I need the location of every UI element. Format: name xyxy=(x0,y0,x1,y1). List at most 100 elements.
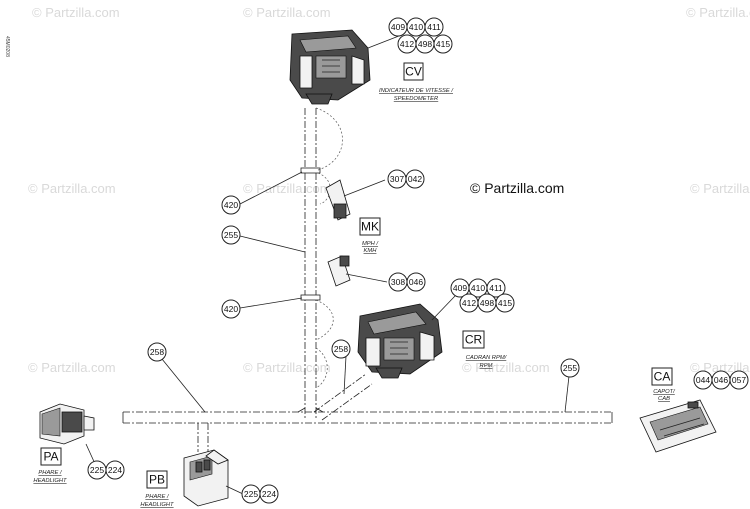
rpm-branch xyxy=(313,373,373,421)
leader-line xyxy=(343,355,347,395)
watermark: © Partzilla.com xyxy=(32,5,120,20)
ca-label-en: CAB xyxy=(658,396,670,402)
vertical-harness xyxy=(304,108,317,420)
part-bubble[interactable]: 225 xyxy=(241,484,261,504)
harness-label-bubble[interactable]: 255 xyxy=(221,225,241,245)
svg-text:PA: PA xyxy=(43,450,58,464)
leader-line xyxy=(239,235,306,253)
mk-upper-connector xyxy=(325,179,351,221)
svg-text:412: 412 xyxy=(400,39,414,49)
svg-text:258: 258 xyxy=(150,347,164,357)
cv-part-bubbles: 409 410 411 412 498 415 xyxy=(388,17,453,54)
harness-label-bubble[interactable]: 258 xyxy=(331,339,351,359)
svg-text:415: 415 xyxy=(498,298,512,308)
part-bubble[interactable]: 411 xyxy=(424,17,444,37)
part-bubble[interactable]: 412 xyxy=(397,34,417,54)
part-bubble[interactable]: 308 xyxy=(388,272,408,292)
part-bubble[interactable]: 046 xyxy=(406,272,426,292)
watermark: © Partzilla.com xyxy=(243,181,331,196)
main-harness xyxy=(123,411,612,424)
copyright-notice: © Partzilla.com xyxy=(470,180,564,196)
watermark: © Partzilla.com xyxy=(462,360,550,375)
part-bubble[interactable]: 225 xyxy=(87,460,107,480)
harness-clip-upper xyxy=(300,167,321,174)
wire-harness xyxy=(122,107,613,452)
cv-code-box: CV xyxy=(403,62,424,81)
svg-text:307: 307 xyxy=(390,174,404,184)
svg-text:255: 255 xyxy=(563,363,577,373)
svg-text:409: 409 xyxy=(391,22,405,32)
headlight-pb-branch xyxy=(197,423,209,452)
pb-leader xyxy=(225,485,244,495)
svg-text:CV: CV xyxy=(405,65,422,79)
svg-text:498: 498 xyxy=(480,298,494,308)
watermark: © Partzilla.com xyxy=(690,181,750,196)
svg-text:409: 409 xyxy=(453,283,467,293)
ca-code-box: CA xyxy=(651,367,673,386)
harness-label-bubble[interactable]: 420 xyxy=(221,299,241,319)
part-bubble[interactable]: 411 xyxy=(486,278,506,298)
part-bubble[interactable]: 409 xyxy=(388,17,408,37)
svg-text:308: 308 xyxy=(391,277,405,287)
svg-text:044: 044 xyxy=(696,375,710,385)
svg-text:255: 255 xyxy=(224,230,238,240)
mk-lower-connector xyxy=(327,255,351,287)
cv-label-fr: INDICATEUR DE VITESSE / xyxy=(379,88,454,94)
pa-label-en: HEADLIGHT xyxy=(33,478,67,484)
mk-upper-leader xyxy=(343,179,386,197)
watermark: © Partzilla.com xyxy=(243,360,331,375)
part-bubble[interactable]: 415 xyxy=(495,293,515,313)
headlight-pb-connector xyxy=(183,449,229,507)
pa-label-fr: PHARE / xyxy=(38,470,63,476)
cab-connector xyxy=(639,399,717,453)
part-bubble[interactable]: 498 xyxy=(477,293,497,313)
leader-line xyxy=(239,171,303,205)
leader-line xyxy=(161,358,206,413)
cr-leader xyxy=(431,295,456,321)
part-bubble[interactable]: 410 xyxy=(406,17,426,37)
part-bubble[interactable]: 412 xyxy=(459,293,479,313)
watermark: © Partzilla.com xyxy=(686,5,750,20)
ca-label-fr: CAPOT/ xyxy=(653,389,676,395)
harness-label-bubble[interactable]: 258 xyxy=(147,342,167,362)
part-bubble[interactable]: 057 xyxy=(729,370,749,390)
harness-clip-lower xyxy=(300,294,321,301)
svg-text:420: 420 xyxy=(224,200,238,210)
pb-label-fr: PHARE / xyxy=(145,494,170,500)
harness-label-bubble[interactable]: 255 xyxy=(560,358,580,378)
svg-text:411: 411 xyxy=(427,22,441,32)
part-bubble[interactable]: 046 xyxy=(711,370,731,390)
svg-text:415: 415 xyxy=(436,39,450,49)
pb-label-en: HEADLIGHT xyxy=(140,502,174,508)
svg-text:046: 046 xyxy=(409,277,423,287)
part-bubble[interactable]: 224 xyxy=(105,460,125,480)
leader-line xyxy=(564,375,570,413)
watermark: © Partzilla.com xyxy=(243,5,331,20)
mk-code-box: MK xyxy=(359,217,381,236)
mk-label-en: KMH xyxy=(364,248,378,254)
svg-text:412: 412 xyxy=(462,298,476,308)
part-bubble[interactable]: 044 xyxy=(693,370,713,390)
svg-text:057: 057 xyxy=(732,375,746,385)
cr-label-fr: CADRAN RPM/ xyxy=(466,355,508,361)
svg-text:CR: CR xyxy=(465,333,483,347)
cr-code-box: CR xyxy=(462,330,485,349)
part-bubble[interactable]: 498 xyxy=(415,34,435,54)
part-bubble[interactable]: 307 xyxy=(387,169,407,189)
headlight-pa-connector xyxy=(39,403,95,445)
svg-text:420: 420 xyxy=(224,304,238,314)
pb-code-box: PB xyxy=(146,470,168,489)
mk-label-fr: MPH / xyxy=(362,241,379,247)
leader-line xyxy=(239,297,303,309)
part-bubble[interactable]: 415 xyxy=(433,34,453,54)
harness-label-bubble[interactable]: 420 xyxy=(221,195,241,215)
part-bubble[interactable]: 042 xyxy=(405,169,425,189)
rpm-connector xyxy=(357,303,443,379)
ca-part-bubbles: 044 046 057 xyxy=(693,370,749,390)
svg-text:410: 410 xyxy=(471,283,485,293)
svg-text:225: 225 xyxy=(90,465,104,475)
cr-part-bubbles: 409 410 411 412 498 415 xyxy=(450,278,515,313)
svg-text:042: 042 xyxy=(408,174,422,184)
part-bubble[interactable]: 224 xyxy=(259,484,279,504)
